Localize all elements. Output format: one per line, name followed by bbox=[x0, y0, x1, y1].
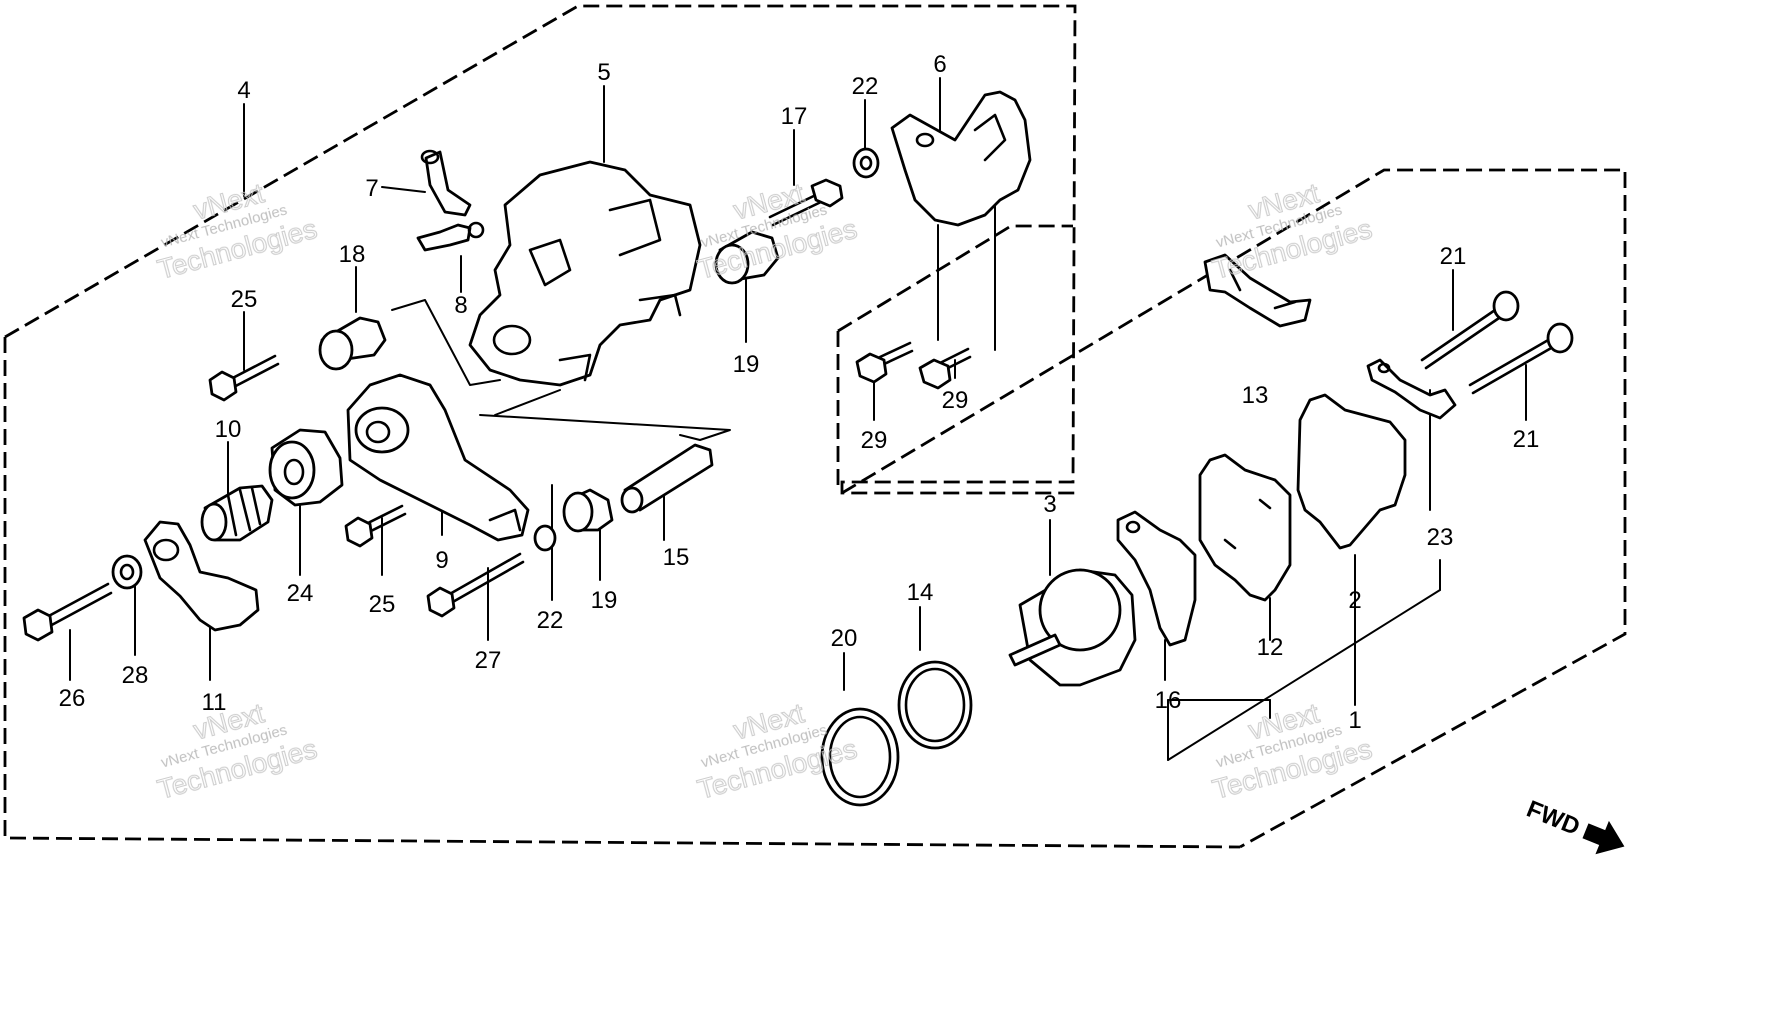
callout-29-left: 29 bbox=[861, 427, 888, 454]
adjuster-part bbox=[200, 484, 274, 542]
bracket-bolt-part bbox=[855, 341, 914, 384]
callout-labels: 1 2 3 4 5 6 7 8 9 10 11 12 13 14 15 16 1… bbox=[59, 51, 1540, 734]
callout-21-lower: 21 bbox=[1513, 426, 1540, 453]
fwd-label: FWD bbox=[1523, 796, 1584, 842]
callout-19-lower: 19 bbox=[591, 587, 618, 614]
callout-14: 14 bbox=[907, 579, 934, 606]
slide-pin-part bbox=[620, 443, 714, 514]
callout-3: 3 bbox=[1043, 491, 1056, 518]
washer-part bbox=[533, 524, 557, 552]
caliper-body-part bbox=[468, 160, 702, 387]
callout-21-upper: 21 bbox=[1440, 243, 1467, 270]
boot-part bbox=[268, 428, 344, 507]
callout-5: 5 bbox=[597, 59, 610, 86]
bleeder-cap-part bbox=[416, 221, 485, 252]
bolt-part bbox=[208, 354, 280, 402]
bracket-subgroup-boundary bbox=[836, 224, 1073, 491]
callout-11: 11 bbox=[202, 689, 227, 716]
callout-28: 28 bbox=[122, 662, 149, 689]
callout-29-right: 29 bbox=[942, 387, 969, 414]
callout-17: 17 bbox=[781, 103, 808, 130]
pad-retainer-part bbox=[1366, 358, 1457, 420]
caliper-bracket-part bbox=[890, 90, 1032, 227]
callout-10: 10 bbox=[215, 416, 242, 443]
dust-seal-part bbox=[820, 707, 900, 807]
brake-lever-part bbox=[143, 520, 260, 632]
pin-boot-part bbox=[562, 488, 614, 533]
pad-shim-part bbox=[1198, 453, 1292, 602]
callout-6: 6 bbox=[933, 51, 946, 78]
washer-part bbox=[111, 554, 143, 590]
caliper-pin-part bbox=[318, 316, 387, 371]
pad-pin-part bbox=[1468, 322, 1574, 395]
bracket-bolt-part bbox=[918, 347, 972, 390]
washer-part bbox=[852, 147, 880, 179]
pin-boot-part bbox=[714, 230, 780, 285]
main-caliper-group-boundary bbox=[3, 4, 1241, 849]
brake-pad-part bbox=[1296, 393, 1407, 550]
arrow-right-icon bbox=[1582, 820, 1625, 855]
leader-lines bbox=[69, 77, 1527, 761]
callout-9: 9 bbox=[435, 547, 448, 574]
callout-27: 27 bbox=[475, 647, 502, 674]
callout-22-upper: 22 bbox=[852, 73, 879, 100]
bolt-part bbox=[768, 178, 844, 227]
callout-12: 12 bbox=[1257, 634, 1284, 661]
callout-8: 8 bbox=[454, 292, 467, 319]
callout-18: 18 bbox=[339, 241, 366, 268]
callout-2: 2 bbox=[1348, 587, 1361, 614]
callout-13: 13 bbox=[1242, 382, 1269, 409]
pad-group-boundary bbox=[841, 168, 1627, 849]
callout-24: 24 bbox=[287, 580, 314, 607]
callout-1: 1 bbox=[1348, 707, 1361, 734]
bolt-part bbox=[426, 552, 525, 618]
anti-squeal-shim-part bbox=[1116, 510, 1197, 647]
callout-26: 26 bbox=[59, 685, 86, 712]
long-bolt-part bbox=[22, 582, 113, 642]
bleeder-screw-part bbox=[420, 149, 472, 217]
callout-20: 20 bbox=[831, 625, 858, 652]
callout-22-lower: 22 bbox=[537, 607, 564, 634]
bolt-part bbox=[344, 504, 407, 548]
caliper-arm-part bbox=[346, 373, 530, 542]
callout-7: 7 bbox=[365, 175, 378, 202]
callout-25-upper: 25 bbox=[231, 286, 258, 313]
pad-pin-part bbox=[1420, 290, 1520, 370]
callout-16: 16 bbox=[1155, 687, 1182, 714]
pad-spring-part bbox=[1203, 253, 1312, 328]
piston-seal-part bbox=[897, 660, 973, 750]
callout-15: 15 bbox=[663, 544, 690, 571]
callout-4: 4 bbox=[237, 77, 250, 104]
callout-19-upper: 19 bbox=[733, 351, 760, 378]
piston-part bbox=[1008, 568, 1137, 687]
callout-23: 23 bbox=[1427, 524, 1454, 551]
callout-25-lower: 25 bbox=[369, 591, 396, 618]
fwd-indicator: FWD bbox=[1523, 796, 1625, 855]
